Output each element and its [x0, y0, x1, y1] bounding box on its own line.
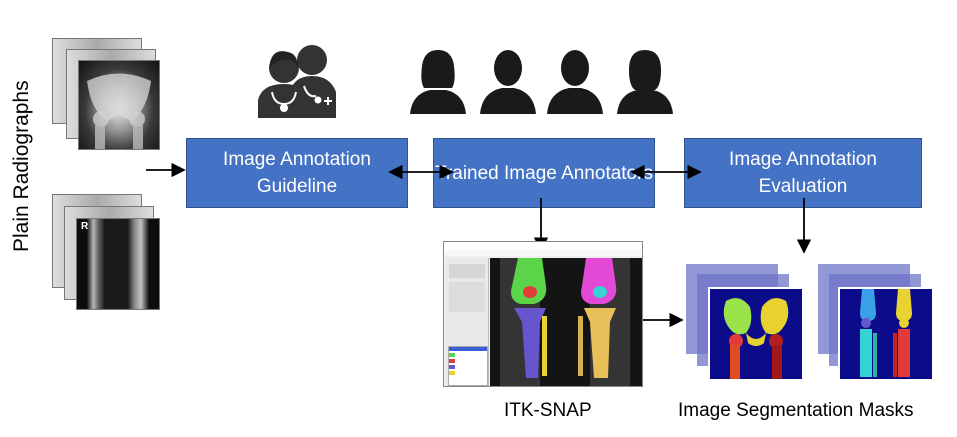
segmented-knee-view [490, 258, 642, 386]
pelvis-mask-front [708, 287, 804, 381]
itk-snap-toolbox-panel [446, 258, 489, 386]
annotator-icon-2 [480, 50, 536, 114]
annotator-icon-1 [410, 50, 466, 114]
leg-mask-shape [860, 289, 912, 377]
pelvis-bone-shape [87, 73, 151, 149]
leg-radiograph-front: R [76, 218, 160, 310]
guideline-box-label: Image Annotation Guideline [223, 149, 371, 197]
pelvis-radiograph-front [78, 60, 160, 150]
itk-snap-window [443, 241, 643, 387]
pelvis-mask-shape [723, 298, 789, 379]
evaluation-box: Image Annotation Evaluation [684, 138, 922, 208]
annotators-box: Trained Image Annotators [433, 138, 655, 208]
itk-snap-caption: ITK-SNAP [504, 400, 592, 421]
annotator-icon-3 [547, 50, 603, 114]
evaluation-box-label: Image Annotation Evaluation [729, 149, 877, 197]
guideline-box: Image Annotation Guideline [186, 138, 408, 208]
annotators-box-label: Trained Image Annotators [435, 162, 653, 184]
radiograph-marker-r: R [81, 221, 89, 232]
itk-snap-viewport [490, 258, 642, 386]
itk-snap-label-list [448, 346, 488, 386]
leg-mask-front [838, 287, 934, 381]
doctors-icon [258, 45, 336, 118]
masks-caption: Image Segmentation Masks [678, 400, 914, 421]
itk-snap-menubar [444, 250, 642, 256]
annotator-icon-4 [617, 50, 673, 114]
